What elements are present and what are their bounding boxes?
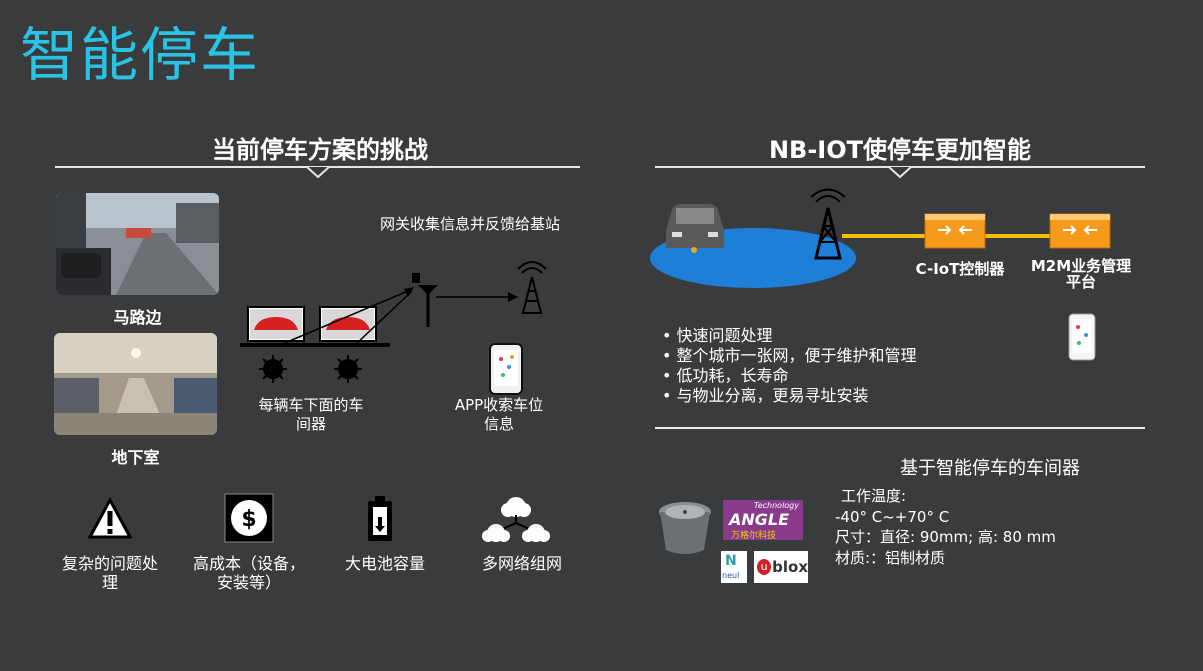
gateway-text: 网关收集信息并反馈给基站 <box>380 215 561 233</box>
neul-logo: N neul <box>721 551 747 583</box>
sensor-device <box>659 502 711 554</box>
controller-label: C-IoT控制器 <box>915 260 1005 278</box>
photo1-caption: 马路边 <box>113 308 162 327</box>
platform-icon <box>1049 213 1111 249</box>
spec-line: 尺寸：直径: 90mm; 高: 80 mm <box>835 528 1056 546</box>
warning-icon <box>88 497 132 539</box>
list-item: • 整个城市一张网，便于维护和管理 <box>662 346 917 365</box>
right-divider-2 <box>655 427 1145 429</box>
challenge-label-2: 高成本（设备， 安装等） <box>192 554 305 592</box>
parking-sensor-diagram <box>240 261 547 383</box>
right-divider-notch <box>888 166 912 179</box>
spec-line: -40° C~+70° C <box>835 507 950 526</box>
sensor-specs: 工作温度: -40° C~+70° C 尺寸：直径: 90mm; 高: 80 m… <box>835 486 1135 568</box>
list-item: • 低功耗，长寿命 <box>662 366 789 385</box>
left-divider-notch <box>306 166 330 179</box>
challenge-label-3: 大电池容量 <box>344 554 425 573</box>
platform-label: M2M业务管理 平台 <box>1030 257 1132 291</box>
challenge-label-4: 多网络组网 <box>481 554 562 573</box>
cloud-network-icon <box>482 497 550 542</box>
photo2-caption: 地下室 <box>111 448 160 467</box>
battery-icon <box>368 496 392 541</box>
controller-icon <box>924 213 986 249</box>
page-title: 智能停车 <box>20 21 261 89</box>
underground-parking-photo <box>54 333 217 435</box>
sensor-label: 每辆车下面的车 间器 <box>258 396 364 433</box>
svg-text:$: $ <box>241 507 256 532</box>
left-section-heading: 当前停车方案的挑战 <box>212 136 428 164</box>
sensor-heading: 基于智能停车的车间器 <box>900 458 1080 479</box>
benefits-list: • 快速问题处理 • 整个城市一张网，便于维护和管理 • 低功耗，长寿命 • 与… <box>662 326 1082 406</box>
dollar-icon: $ <box>224 493 274 543</box>
street-parking-photo <box>56 193 219 295</box>
spec-line: 工作温度: <box>841 487 907 505</box>
spec-line: 材质:：铝制材质 <box>835 548 946 567</box>
right-section-heading: NB-IOT使停车更加智能 <box>768 136 1032 164</box>
angle-logo: Technology ANGLE 万格尔科技 <box>723 500 803 540</box>
nbiot-diagram <box>650 188 1111 288</box>
list-item: • 与物业分离，更易寻址安装 <box>662 386 869 405</box>
phone-icon-right <box>1068 313 1096 361</box>
ublox-logo: u blox <box>754 551 808 583</box>
app-label: APP收索车位 信息 <box>454 396 544 433</box>
phone-icon <box>489 343 523 395</box>
challenge-label-1: 复杂的问题处 理 <box>61 554 158 592</box>
list-item: • 快速问题处理 <box>662 326 773 345</box>
